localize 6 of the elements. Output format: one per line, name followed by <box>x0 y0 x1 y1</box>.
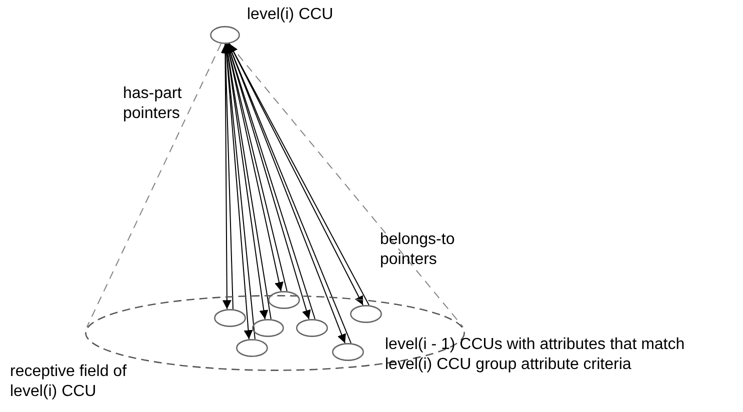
annotation-text: level(i - 1) CCUs with attributes that match level(i) CCU group attribute criteria <box>385 335 686 375</box>
dashed-line <box>86 43 222 328</box>
annotation-text: belongs-to pointers <box>380 230 456 270</box>
caption-text: receptive field of level(i) CCU <box>10 362 128 402</box>
annotation-text: has-part pointers <box>123 84 183 124</box>
caption-text: level(i) CCU <box>247 5 334 25</box>
